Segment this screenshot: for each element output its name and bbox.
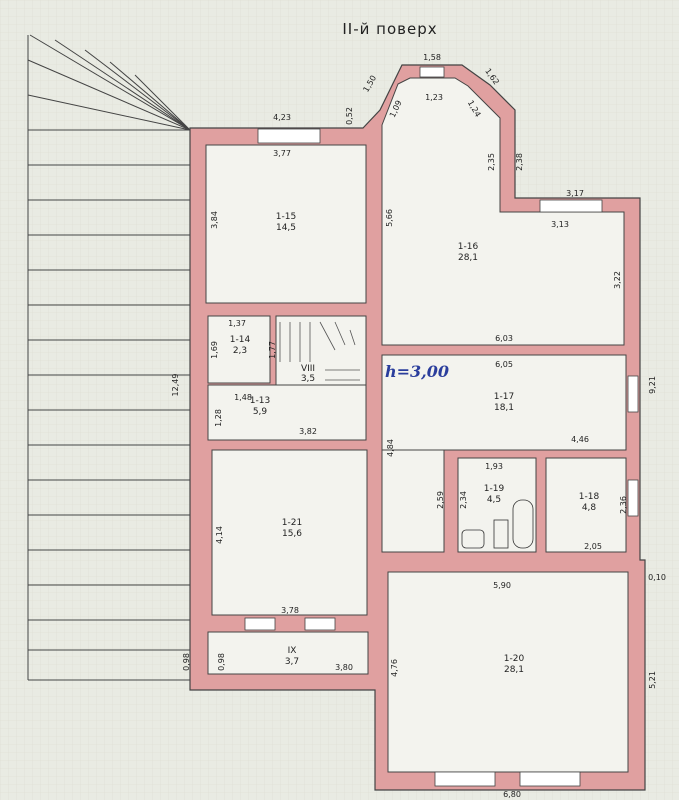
dim-label: 12,49 — [171, 374, 180, 397]
dim-label: 5,66 — [385, 209, 394, 227]
dim-label: 1,93 — [485, 462, 503, 471]
room-18-area: 4,8 — [582, 503, 597, 513]
room-20-area: 28,1 — [504, 665, 524, 675]
room-19-area: 4,5 — [487, 495, 501, 505]
dim-label: 2,38 — [515, 153, 524, 171]
dim-label: 6,05 — [495, 360, 513, 369]
dim-label: 0,10 — [648, 573, 666, 582]
room-viii-area: 3,5 — [301, 374, 315, 384]
dim-label: 2,34 — [459, 491, 468, 509]
room-13-num: 1-13 — [250, 396, 270, 406]
room-14-num: 1-14 — [230, 335, 251, 345]
dim-label: 1,28 — [214, 409, 223, 427]
dim-label: 3,80 — [335, 663, 353, 672]
dim-label: 2,05 — [584, 542, 602, 551]
room-21-num: 1-21 — [282, 518, 302, 528]
dim-label: 4,14 — [215, 526, 224, 544]
dim-label: 3,82 — [299, 427, 317, 436]
external-staircase — [27, 34, 191, 681]
windows — [244, 66, 639, 787]
dim-label: 1,37 — [228, 319, 246, 328]
dim-label: 2,36 — [619, 496, 628, 514]
dim-label: 3,84 — [210, 211, 219, 229]
dim-label: 6,80 — [503, 790, 521, 799]
dim-label: 4,23 — [273, 113, 291, 122]
dim-label: 2,35 — [487, 153, 496, 171]
internal-staircase — [279, 321, 360, 381]
dim-label: 1,23 — [425, 93, 443, 102]
dim-label: 9,21 — [648, 376, 657, 394]
dim-label: 4,84 — [386, 439, 395, 457]
room-14-area: 2,3 — [233, 346, 247, 356]
room-viii-num: VIII — [301, 364, 315, 374]
room-18-num: 1-18 — [579, 492, 600, 502]
ceiling-height-note: h=3,00 — [385, 362, 450, 381]
dim-label: 5,90 — [493, 581, 511, 590]
dim-label: 5,21 — [648, 671, 657, 689]
dim-label: 1,48 — [234, 393, 252, 402]
dim-label: 4,46 — [571, 435, 589, 444]
dim-label: 1,77 — [268, 341, 277, 359]
room-16-area: 28,1 — [458, 253, 478, 263]
dim-label: 3,77 — [273, 149, 291, 158]
dim-label: 3,22 — [613, 271, 622, 289]
floor-title: II-й поверх — [342, 20, 438, 38]
dim-label: 1,69 — [210, 341, 219, 359]
dim-label: 3,17 — [566, 189, 584, 198]
dim-label: 1,58 — [423, 53, 441, 62]
walls — [189, 64, 646, 791]
dim-label: 3,13 — [551, 220, 569, 229]
room-17-area: 18,1 — [494, 403, 514, 413]
dim-label: 4,76 — [390, 659, 399, 677]
bath-fixtures — [461, 499, 534, 549]
dim-label: 6,03 — [495, 334, 513, 343]
room-15-area: 14,5 — [276, 223, 296, 233]
room-ix-area: 3,7 — [285, 657, 299, 667]
dim-label: 3,78 — [281, 606, 299, 615]
room-13-area: 5,9 — [253, 407, 268, 417]
dim-label: 0,98 — [182, 653, 191, 671]
room-20-num: 1-20 — [504, 654, 525, 664]
dim-label: 0,52 — [345, 107, 354, 125]
room-19-num: 1-19 — [484, 484, 505, 494]
dim-label: 2,59 — [436, 491, 445, 509]
dim-label: 0,98 — [217, 653, 226, 671]
room-17-num: 1-17 — [494, 392, 514, 402]
room-21-area: 15,6 — [282, 529, 302, 539]
room-15-num: 1-15 — [276, 212, 296, 222]
room-16-num: 1-16 — [458, 242, 479, 252]
room-ix-num: IX — [288, 646, 297, 656]
